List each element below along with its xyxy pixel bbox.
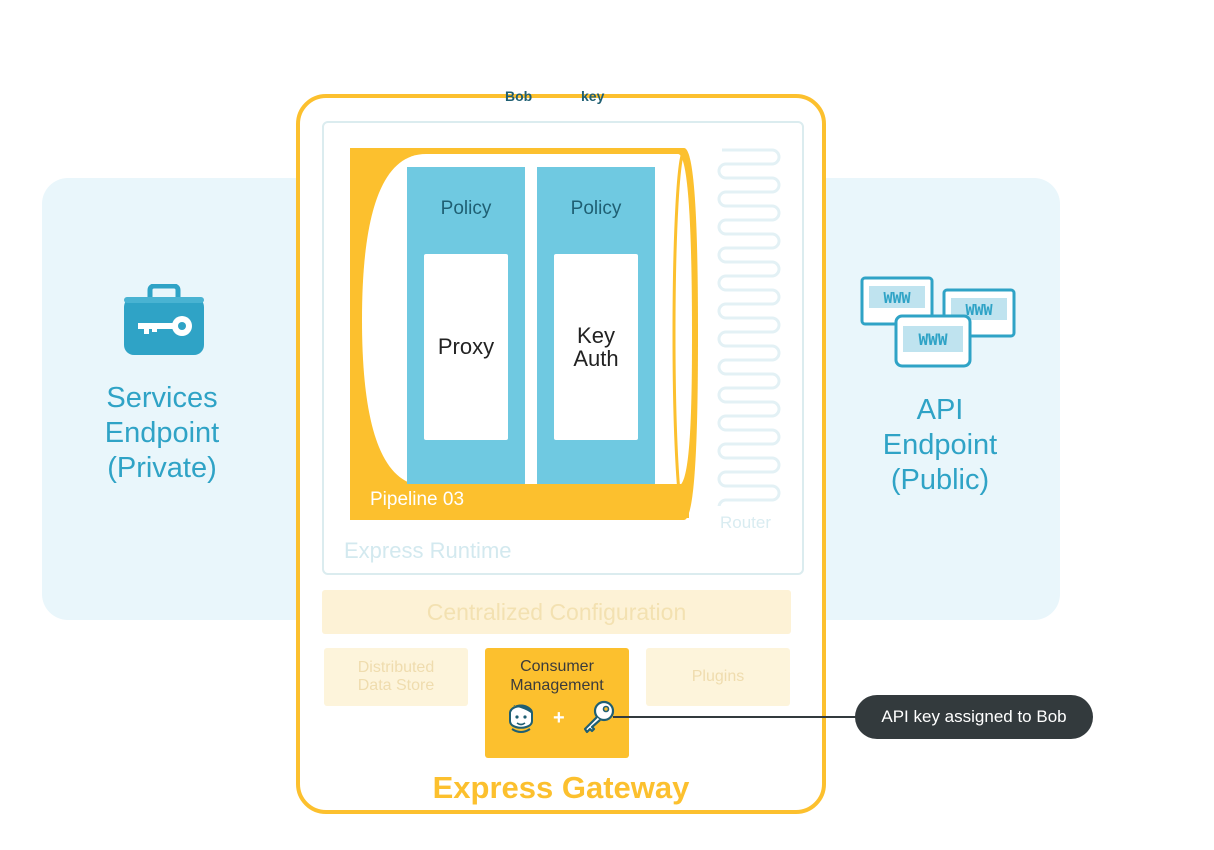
- policy-title: Policy: [570, 198, 622, 219]
- express-runtime-label: Express Runtime: [344, 538, 512, 563]
- centralized-configuration-label: Centralized Configuration: [426, 598, 687, 625]
- api-endpoint-line2: Endpoint: [882, 428, 998, 461]
- www-label-1: WWW: [883, 289, 911, 307]
- pipeline-bottom-strip: [407, 484, 689, 518]
- centralized-configuration-bar: Centralized Configuration: [322, 590, 791, 634]
- plus-sign: +: [553, 707, 565, 729]
- express-gateway-title: Express Gateway: [432, 770, 690, 805]
- www-window-icon: WWW: [860, 276, 934, 326]
- services-endpoint-line2: Endpoint: [104, 416, 220, 449]
- plugins-tile: Plugins: [646, 648, 790, 706]
- consumer-title-line1: Consumer: [520, 658, 594, 675]
- consumer-user-label: Bob: [505, 88, 533, 104]
- www-label-3: WWW: [919, 330, 948, 349]
- api-endpoint-label: API Endpoint (Public): [850, 393, 1030, 497]
- api-endpoint-line1: API: [916, 394, 964, 426]
- pipeline-label: Pipeline 03: [370, 489, 465, 510]
- consumer-management-title: Consumer Management: [485, 657, 629, 695]
- user-avatar-icon: [509, 704, 533, 733]
- router-coil-icon: [717, 148, 781, 506]
- www-window-icon: WWW: [894, 314, 972, 368]
- www-icon-group: WWW WWW WWW: [860, 276, 1020, 368]
- consumer-management-tile: Consumer Management: [485, 648, 629, 758]
- consumer-title-line2: Management: [510, 677, 604, 695]
- policy-name-line1: Proxy: [437, 334, 495, 360]
- api-endpoint-line3: (Public): [890, 463, 990, 496]
- www-label-2: WWW: [965, 301, 993, 319]
- data-store-line1: Distributed: [357, 658, 435, 676]
- policy-card-key-auth: Key Auth: [554, 254, 638, 440]
- data-store-line2: Data Store: [357, 677, 435, 694]
- key-icon: [583, 700, 615, 734]
- policy-card-proxy: Proxy: [424, 254, 508, 440]
- callout-connector: [613, 716, 859, 718]
- policy-column-key-auth: Policy Key Auth: [537, 167, 655, 511]
- policy-name-line1: Key: [577, 322, 615, 348]
- policy-name-line2: Auth: [573, 346, 619, 371]
- services-endpoint-line1: Services: [106, 382, 218, 414]
- services-endpoint-line3: (Private): [107, 451, 217, 484]
- plugins-label: Plugins: [691, 667, 745, 685]
- policy-column-proxy: Policy Proxy: [407, 167, 525, 511]
- distributed-data-store-tile: Distributed Data Store: [324, 648, 468, 706]
- api-key-callout: API key assigned to Bob: [855, 695, 1093, 739]
- policy-title: Policy: [440, 198, 492, 219]
- services-endpoint-label: Services Endpoint (Private): [72, 381, 252, 485]
- consumer-key-label: key: [581, 88, 605, 104]
- briefcase-key-icon: [124, 284, 204, 355]
- api-key-callout-label: API key assigned to Bob: [881, 707, 1067, 726]
- router-label: Router: [720, 513, 772, 532]
